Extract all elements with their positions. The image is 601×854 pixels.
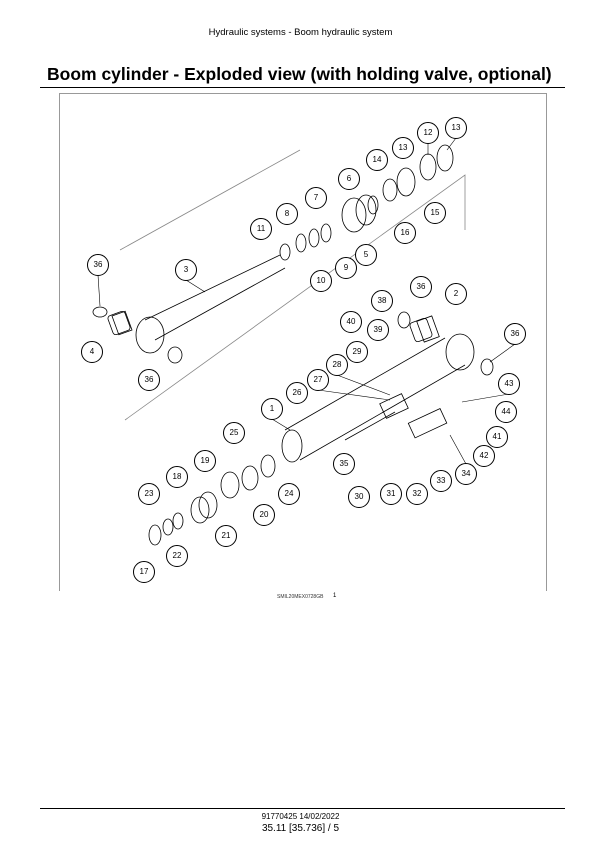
part-callout: 42 xyxy=(473,445,495,467)
part-callout: 23 xyxy=(138,483,160,505)
footer-divider xyxy=(40,808,565,809)
part-callout: 14 xyxy=(366,149,388,171)
footer-page-ref: 35.11 [35.736] / 5 xyxy=(261,823,340,834)
part-callout: 36 xyxy=(504,323,526,345)
part-callout: 29 xyxy=(346,341,368,363)
part-callout: 38 xyxy=(371,290,393,312)
part-callout: 44 xyxy=(495,401,517,423)
figure-frame xyxy=(59,93,547,591)
part-callout: 3 xyxy=(175,259,197,281)
part-callout: 26 xyxy=(286,382,308,404)
seal-rings xyxy=(92,144,494,546)
holding-valve xyxy=(344,393,448,441)
part-callout: 43 xyxy=(498,373,520,395)
part-callout: 22 xyxy=(166,545,188,567)
exploded-view-drawing xyxy=(92,137,516,546)
part-callout: 18 xyxy=(166,466,188,488)
part-callout: 40 xyxy=(340,311,362,333)
part-callout: 19 xyxy=(194,450,216,472)
part-callout: 9 xyxy=(335,257,357,279)
part-callout: 20 xyxy=(253,504,275,526)
part-callout: 13 xyxy=(392,137,414,159)
part-callout: 34 xyxy=(455,463,477,485)
part-callout: 11 xyxy=(250,218,272,240)
page-title: Boom cylinder - Exploded view (with hold… xyxy=(47,64,552,84)
running-header: Hydraulic systems - Boom hydraulic syste… xyxy=(208,27,393,38)
part-callout: 15 xyxy=(424,202,446,224)
title-divider xyxy=(40,87,565,88)
part-callout: 41 xyxy=(486,426,508,448)
part-callout: 30 xyxy=(348,486,370,508)
part-callout: 31 xyxy=(380,483,402,505)
part-callout: 32 xyxy=(406,483,428,505)
part-callout: 5 xyxy=(355,244,377,266)
footer-doc-ref: 91770425 14/02/2022 xyxy=(261,812,340,821)
figure-code: SMIL20MEX0728GB xyxy=(277,594,324,600)
part-callout: 24 xyxy=(278,483,300,505)
part-callout: 16 xyxy=(394,222,416,244)
part-callout: 36 xyxy=(410,276,432,298)
part-callout: 36 xyxy=(87,254,109,276)
part-callout: 1 xyxy=(261,398,283,420)
figure-number: 1 xyxy=(333,593,337,599)
part-callout: 8 xyxy=(276,203,298,225)
part-callout: 36 xyxy=(138,369,160,391)
part-callout: 39 xyxy=(367,319,389,341)
part-callout: 17 xyxy=(133,561,155,583)
piston-rod xyxy=(111,254,286,354)
part-callout: 27 xyxy=(307,369,329,391)
part-callout: 35 xyxy=(333,453,355,475)
part-callout: 4 xyxy=(81,341,103,363)
part-callout: 10 xyxy=(310,270,332,292)
part-callout: 33 xyxy=(430,470,452,492)
part-callout: 2 xyxy=(445,283,467,305)
part-callout: 12 xyxy=(417,122,439,144)
part-callout: 28 xyxy=(326,354,348,376)
part-callout: 13 xyxy=(445,117,467,139)
part-callout: 6 xyxy=(338,168,360,190)
part-callout: 25 xyxy=(223,422,245,444)
part-callout: 7 xyxy=(305,187,327,209)
part-callout: 21 xyxy=(215,525,237,547)
